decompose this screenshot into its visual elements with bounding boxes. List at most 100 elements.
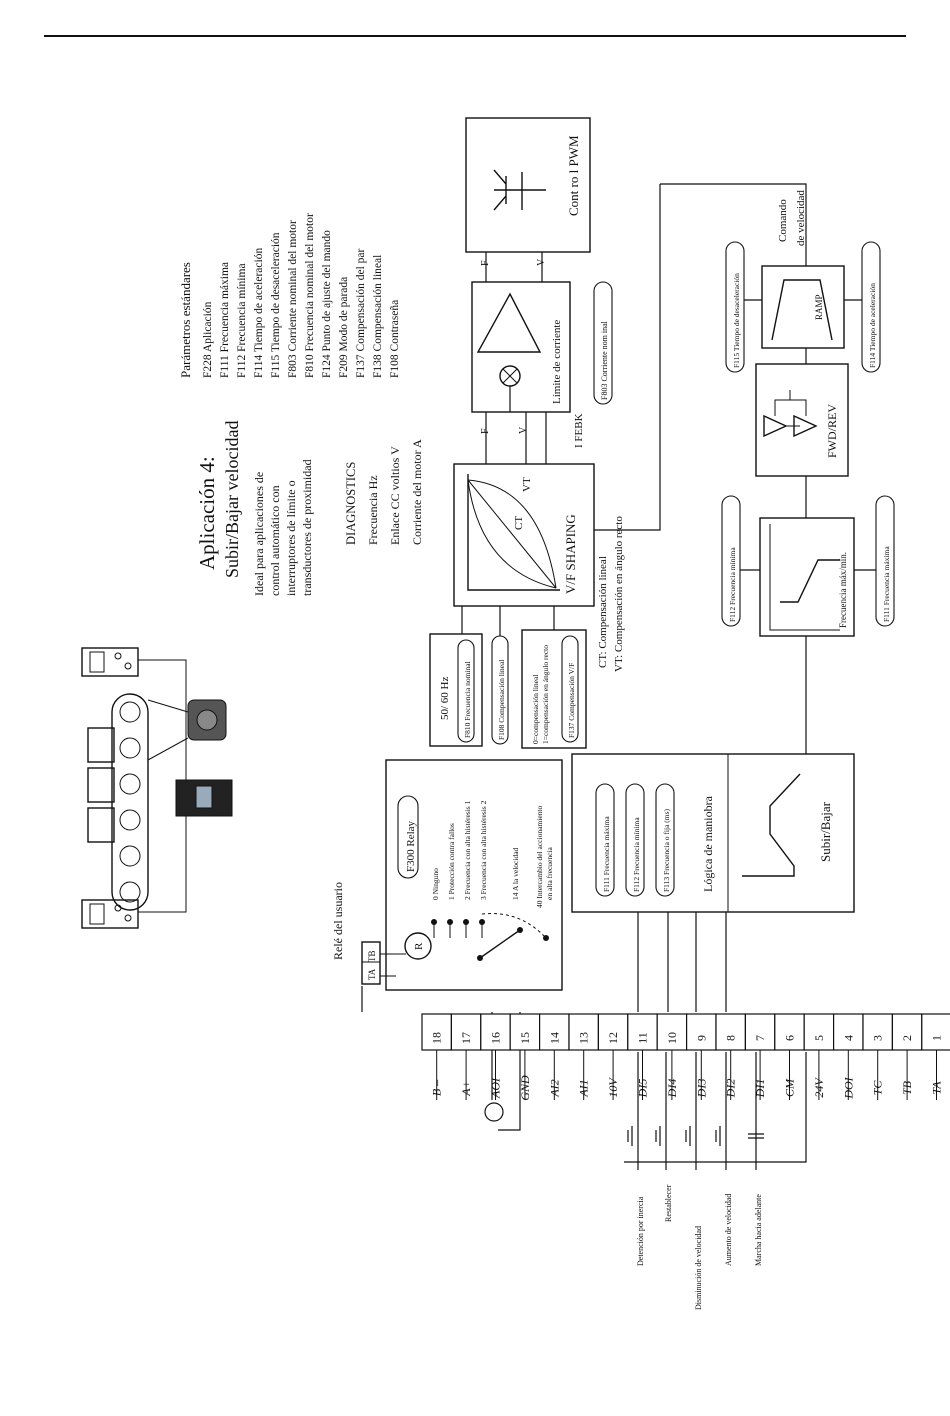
pwm-block: Cont ro l PWM F V <box>465 117 591 266</box>
svg-text:F114 Tiempo de aceleración: F114 Tiempo de aceleración <box>868 283 877 368</box>
terminal-cell <box>597 1013 629 1051</box>
svg-text:Subir/Bajar: Subir/Bajar <box>818 801 833 862</box>
svg-text:14 A la velocidad: 14 A la velocidad <box>511 847 520 900</box>
terminal-number: 16 <box>489 1032 503 1044</box>
input-switches <box>484 1052 807 1170</box>
input-label: Disminución de velocidad <box>694 1226 703 1310</box>
terminal-cell <box>744 1013 776 1051</box>
terminal-cell <box>450 1013 482 1051</box>
svg-text:F112 Frecuencia mínima: F112 Frecuencia mínima <box>728 547 737 622</box>
title-block: Aplicación 4: Subir/Bajar velocidad Idea… <box>195 421 314 596</box>
diagnostics-item: Enlace CC voltios V <box>388 446 402 545</box>
svg-text:RAMP: RAMP <box>814 294 824 320</box>
pwm-label: Cont ro l PWM <box>566 135 581 216</box>
param-item: F209 Modo de parada <box>338 277 350 378</box>
hz-box: 50/ 60 Hz F810 Frecuencia nominal <box>429 633 483 747</box>
vf-label: V/F SHAPING <box>563 514 578 594</box>
desc-line: interruptores de límite o <box>284 480 298 596</box>
terminal-cell <box>568 1013 599 1051</box>
relay-header: Relé del usuario <box>331 882 345 960</box>
maneuver-block: F111 Frecuencia máxima F112 Frecuencia m… <box>571 753 855 913</box>
param-item: F137 Compensación del par <box>355 248 367 378</box>
svg-text:en alta frecuencia: en alta frecuencia <box>545 846 554 900</box>
terminal-cell <box>803 1013 835 1051</box>
ramp-block: RAMP Comando de velocidad F115 Tiempo de… <box>725 190 881 373</box>
terminal-cell <box>774 1013 805 1051</box>
title-line1: Aplicación 4: <box>195 456 219 570</box>
svg-text:3 Frecuencia con alta histéres: 3 Frecuencia con alta histéresis 2 <box>479 800 488 900</box>
maneuver-pill <box>595 783 615 897</box>
input-label: Marcha hacia adelante <box>754 1194 763 1266</box>
terminal-number: 2 <box>900 1035 914 1041</box>
f803-pill <box>593 281 613 405</box>
svg-text:Lógica de maniobra: Lógica de maniobra <box>701 795 715 892</box>
box-item <box>87 767 115 803</box>
desc-line: transductores de proximidad <box>300 459 314 596</box>
svg-text:F111 Frecuencia máxima: F111 Frecuencia máxima <box>602 816 611 892</box>
limit-switch-top <box>81 647 139 677</box>
terminal-cell <box>627 1013 658 1051</box>
freq-limit-block: Frecuencia máx/mín. F112 Frecuencia míni… <box>721 495 895 637</box>
terminal-number: 13 <box>577 1032 591 1044</box>
maneuver-pill <box>625 783 645 897</box>
terminal-number: 9 <box>694 1035 708 1041</box>
param-item: F115 Tiempo de desaceleración <box>270 232 282 378</box>
terminal-number: 14 <box>547 1032 561 1044</box>
maneuver-pill <box>655 783 675 897</box>
parameters-block: Parámetros estándares F228 Aplicación F1… <box>178 213 401 378</box>
terminal-number: 3 <box>871 1035 885 1041</box>
svg-text:1=compensación en ángulo recto: 1=compensación en ángulo recto <box>541 645 550 744</box>
f300-pill <box>397 795 419 879</box>
param-item: F810 Frecuencia nominal del motor <box>304 213 316 378</box>
terminal-number: 5 <box>812 1035 826 1041</box>
box-item <box>87 807 115 843</box>
ifeedback-label: I FEBK <box>573 413 585 448</box>
input-label: Restablecer <box>664 1184 673 1222</box>
param-item: F803 Corriente nominal del motor <box>287 220 299 378</box>
svg-text:Frecuencia máx/mín.: Frecuencia máx/mín. <box>838 552 848 628</box>
svg-text:F108 Compensación lineal: F108 Compensación lineal <box>497 660 506 740</box>
svg-text:50/ 60 Hz: 50/ 60 Hz <box>439 677 451 721</box>
svg-text:FWD/REV: FWD/REV <box>825 404 839 458</box>
terminal-cell <box>891 1013 923 1051</box>
box-item <box>87 727 115 763</box>
param-item: F112 Frecuencia mínima <box>236 263 248 378</box>
terminal-number: 17 <box>459 1032 473 1044</box>
params-heading: Parámetros estándares <box>178 262 193 378</box>
title-line2: Subir/Bajar velocidad <box>222 421 242 578</box>
terminal-number: 7 <box>753 1035 767 1041</box>
terminal-cell <box>538 1013 570 1051</box>
terminal-cell <box>715 1013 746 1051</box>
conveyor-illustration <box>81 647 233 929</box>
compensation-note: VT: Compensación en ángulo recto <box>613 516 625 672</box>
svg-text:F113 Frecuencia o fija (ms): F113 Frecuencia o fija (ms) <box>662 808 671 892</box>
compensation-note: CT: Compensación lineal <box>597 556 609 668</box>
param-item: F114 Tiempo de aceleración <box>253 248 265 378</box>
diagnostics-block: DIAGNOSTICS Frecuencia Hz Enlace CC volt… <box>344 439 424 545</box>
f111-pill <box>875 495 895 627</box>
ct-label: CT <box>513 516 525 530</box>
svg-text:1 Protección contra fallos: 1 Protección contra fallos <box>447 823 456 900</box>
current-limit-label: Límite de corriente <box>551 320 563 404</box>
svg-text:F112 Frecuencia mínima: F112 Frecuencia mínima <box>632 817 641 892</box>
svg-text:F803 Corriente nom inal: F803 Corriente nom inal <box>600 320 609 400</box>
svg-text:F300 Relay: F300 Relay <box>405 820 417 872</box>
svg-text:F111 Frecuencia máxima: F111 Frecuencia máxima <box>882 546 891 622</box>
f108-pill: F108 Compensación lineal <box>491 635 509 745</box>
terminal-number: 10 <box>665 1032 679 1044</box>
f114-pill <box>861 241 881 373</box>
terminal-number: 6 <box>783 1035 797 1041</box>
svg-text:F810 Frecuencia nominal: F810 Frecuencia nominal <box>463 661 472 738</box>
diagnostics-item: Corriente del motor A <box>410 439 424 545</box>
terminal-number: 18 <box>430 1032 444 1044</box>
svg-text:F137 Compensación V/F: F137 Compensación V/F <box>567 663 576 738</box>
speed-command: Comando <box>777 199 789 242</box>
desc-line: control automático con <box>268 485 282 596</box>
svg-text:40 Intercambio del accionamien: 40 Intercambio del accionamiento <box>535 806 544 908</box>
svg-text:F115 Tiempo de desaceleración: F115 Tiempo de desaceleración <box>732 273 741 368</box>
input-label: Aumento de velocidad <box>724 1194 733 1266</box>
terminal-number: 4 <box>841 1035 855 1041</box>
signal-lines <box>361 183 876 1131</box>
terminal-number: 15 <box>518 1032 532 1044</box>
